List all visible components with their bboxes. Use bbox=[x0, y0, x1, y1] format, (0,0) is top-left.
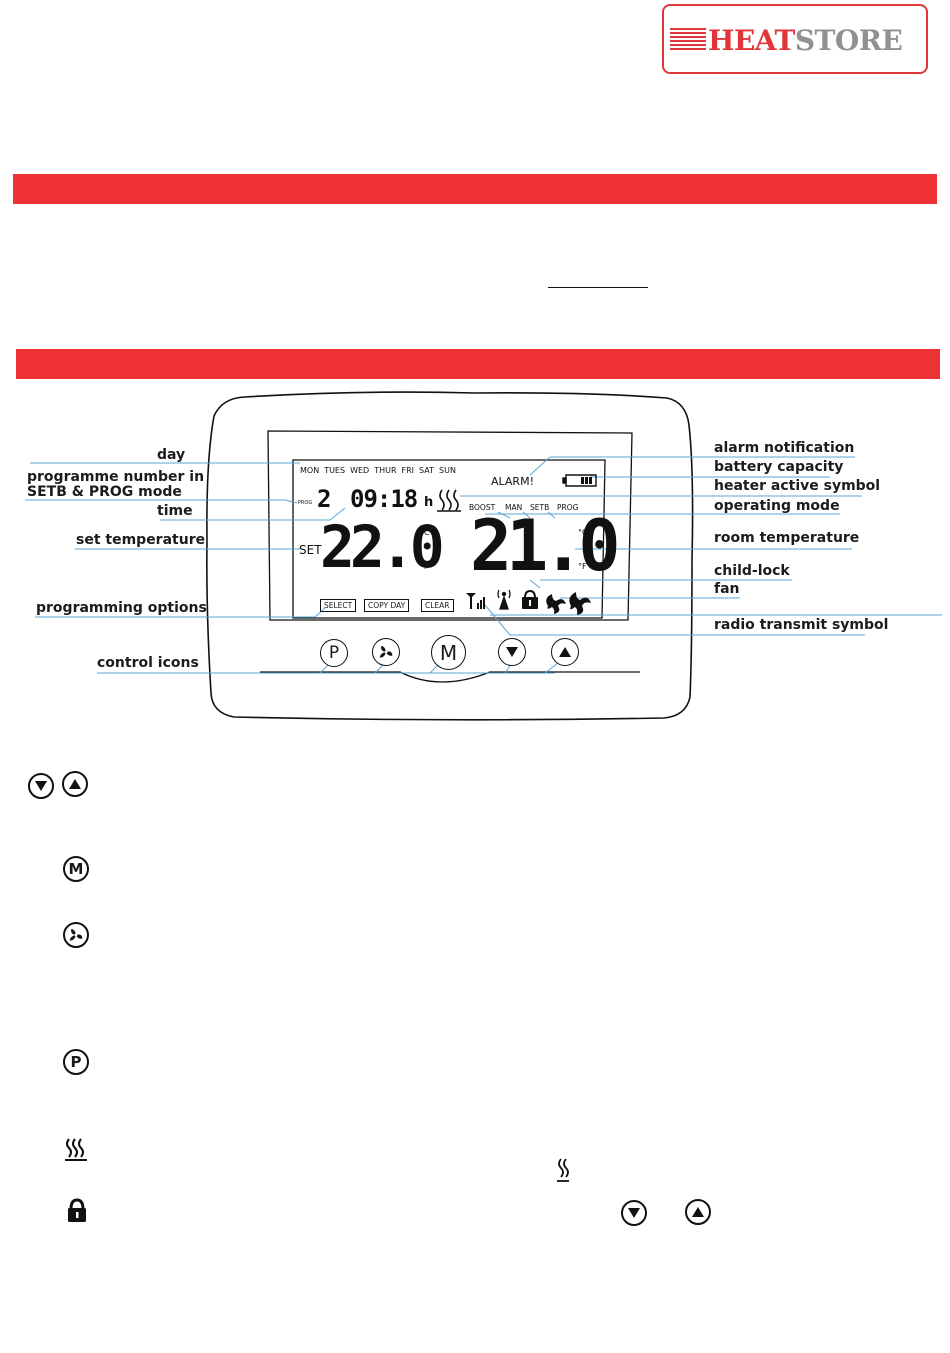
label-child-lock: child-lock bbox=[714, 563, 790, 579]
program-number: 2 bbox=[317, 485, 332, 513]
label-control-icons: control icons bbox=[97, 655, 199, 671]
room-temperature-display: 21.0 bbox=[470, 505, 621, 587]
fan-icon bbox=[63, 922, 89, 948]
prog-small-label: PROG bbox=[298, 500, 313, 506]
heater-small-icon bbox=[556, 1157, 570, 1187]
time-display: 09:18 bbox=[350, 485, 418, 513]
day-fri: FRI bbox=[401, 466, 415, 475]
up-arrow-icon-inline bbox=[685, 1199, 711, 1225]
lock-icon bbox=[522, 589, 538, 609]
down-arrow-icon bbox=[28, 773, 54, 799]
heater-icon bbox=[63, 1137, 89, 1167]
label-heater-active-symbol: heater active symbol bbox=[714, 478, 881, 494]
label-programming-options: programming options bbox=[36, 600, 207, 616]
logo-stripes bbox=[670, 28, 706, 52]
label-fan: fan bbox=[714, 581, 740, 597]
day-mon: MON bbox=[300, 466, 320, 475]
day-row: MON TUES WED THUR FRI SAT SUN bbox=[300, 466, 461, 475]
mode-boost: BOOST bbox=[469, 503, 496, 512]
label-set-temperature: set temperature bbox=[76, 532, 206, 548]
label-operating-mode: operating mode bbox=[714, 498, 840, 514]
battery-icon bbox=[562, 474, 597, 487]
day-tues: TUES bbox=[324, 466, 346, 475]
day-sat: SAT bbox=[419, 466, 435, 475]
set-temperature-display: 22.0 bbox=[320, 513, 445, 581]
section-bar-2 bbox=[16, 349, 940, 379]
set-unit-f: °F bbox=[420, 562, 429, 571]
down-button[interactable] bbox=[498, 638, 526, 666]
heatstore-logo: HEATSTORE bbox=[662, 4, 928, 74]
option-select: SELECT bbox=[320, 599, 357, 612]
down-arrow-icon-inline bbox=[621, 1200, 647, 1226]
fan-button[interactable] bbox=[372, 638, 400, 666]
fan-icons bbox=[546, 592, 591, 615]
signal-icon bbox=[466, 593, 485, 609]
up-button[interactable] bbox=[551, 638, 579, 666]
section-bar-1 bbox=[13, 174, 937, 204]
program-button[interactable]: P bbox=[320, 639, 348, 667]
logo-text: HEATSTORE bbox=[708, 24, 903, 57]
room-unit-f: °F bbox=[578, 562, 587, 571]
day-wed: WED bbox=[350, 466, 370, 475]
time-unit: h bbox=[424, 495, 434, 510]
set-unit-c: °C bbox=[420, 528, 430, 537]
label-battery-capacity: battery capacity bbox=[714, 459, 844, 475]
mode-prog: PROG bbox=[557, 503, 579, 512]
program-icon: P bbox=[63, 1049, 89, 1075]
label-day: day bbox=[157, 447, 186, 463]
label-programme-number: programme number in bbox=[27, 469, 205, 485]
fan-icon bbox=[379, 645, 393, 658]
label-room-temperature: room temperature bbox=[714, 530, 860, 546]
option-copy-day: COPY DAY bbox=[364, 599, 410, 612]
down-arrow-icon bbox=[506, 647, 518, 657]
heater-active-icon bbox=[437, 489, 461, 512]
mode-icon: M bbox=[63, 856, 89, 882]
lock-icon bbox=[65, 1197, 89, 1227]
label-time: time bbox=[157, 503, 193, 519]
set-label: SET bbox=[299, 543, 322, 557]
room-unit-c: °C bbox=[578, 528, 588, 537]
mode-button[interactable]: M bbox=[431, 635, 466, 670]
label-programme-number-2: SETB & PROG mode bbox=[27, 484, 182, 500]
mode-man: MAN bbox=[505, 503, 523, 512]
thermostat-diagram bbox=[25, 391, 942, 721]
label-alarm-notification: alarm notification bbox=[714, 440, 855, 456]
alarm-text: ALARM! bbox=[491, 475, 534, 488]
option-clear: CLEAR bbox=[421, 599, 454, 612]
mode-setb: SETB bbox=[530, 503, 550, 512]
text-underline bbox=[548, 287, 648, 288]
day-sun: SUN bbox=[439, 466, 456, 475]
radio-transmit-icon bbox=[497, 589, 511, 610]
up-arrow-icon bbox=[62, 771, 88, 797]
label-radio-transmit-symbol: radio transmit symbol bbox=[714, 617, 889, 633]
up-arrow-icon bbox=[559, 647, 571, 657]
day-thur: THUR bbox=[374, 466, 397, 475]
